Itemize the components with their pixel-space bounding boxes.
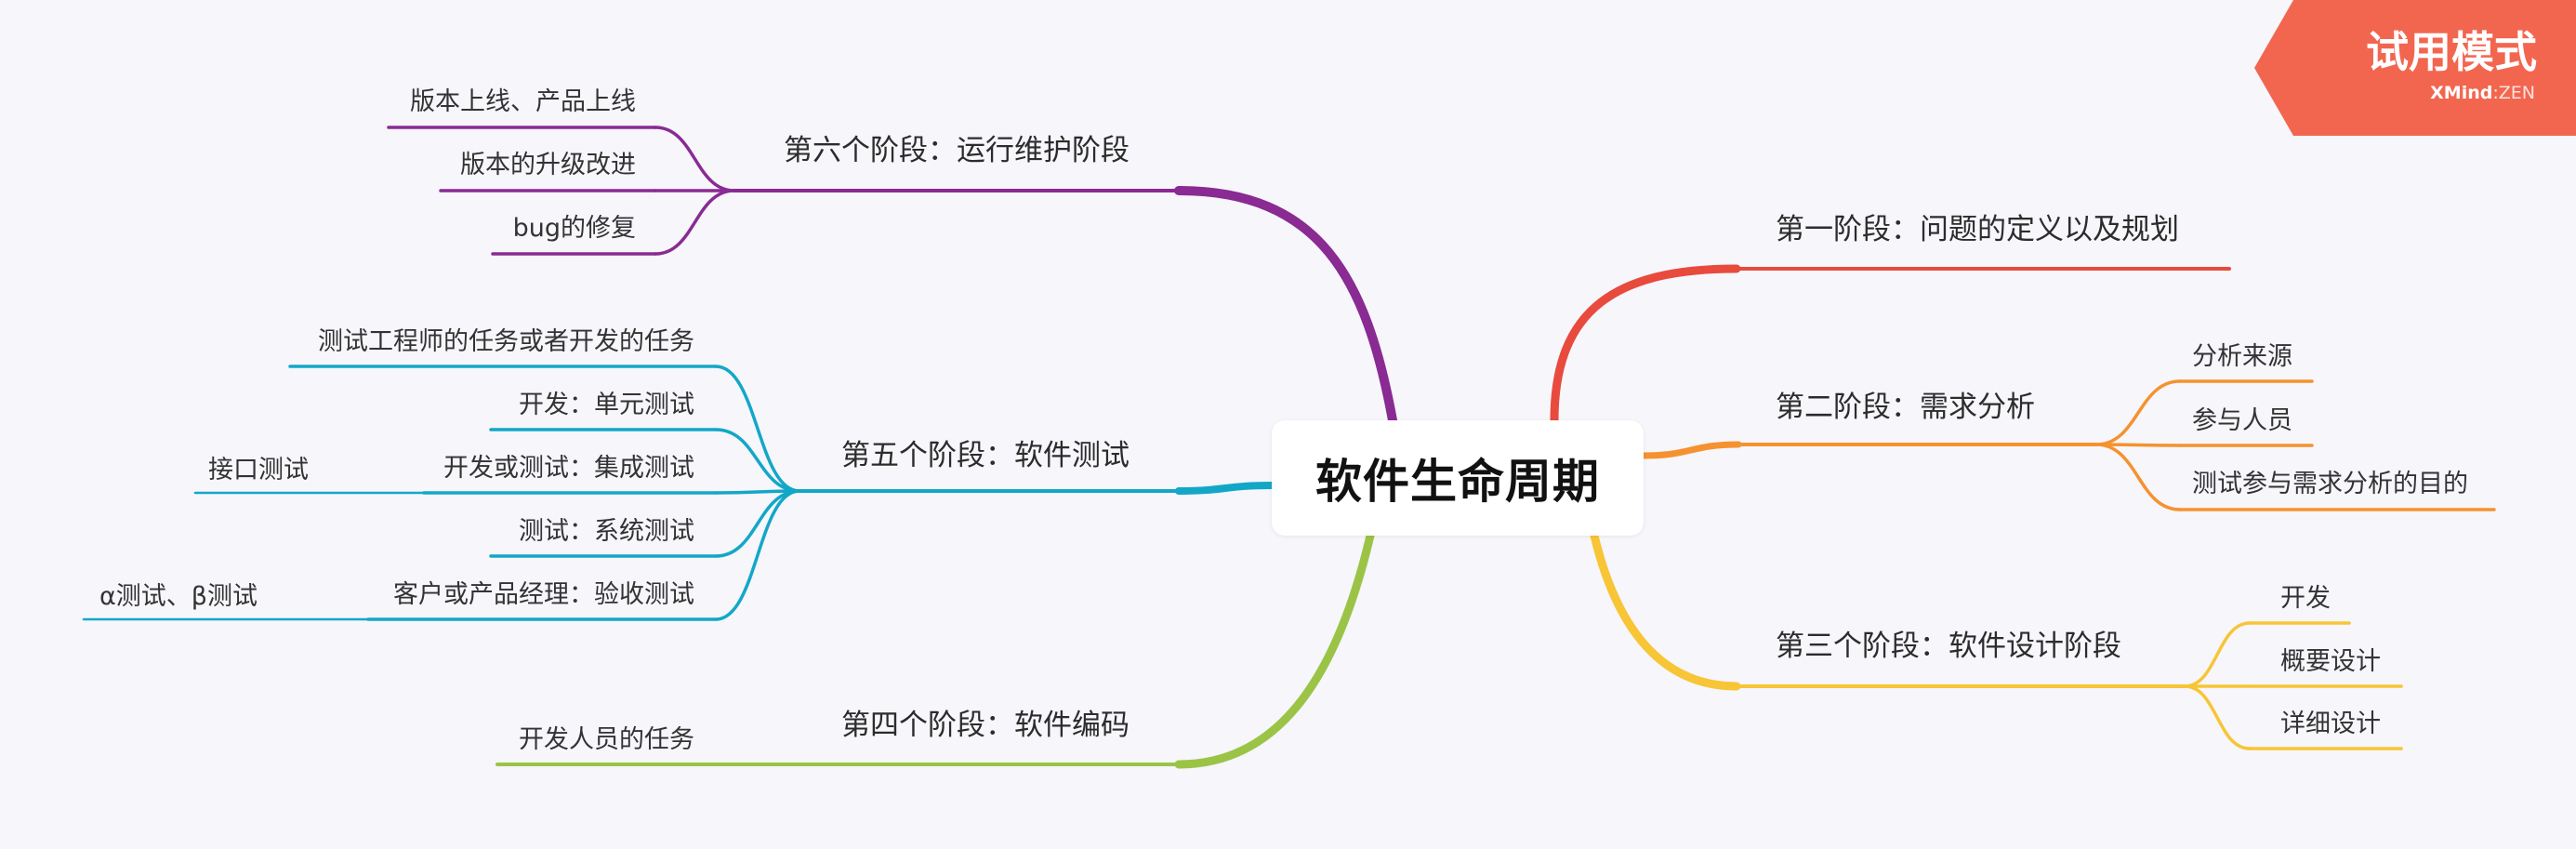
stage-connector: [1174, 186, 1397, 425]
stage-6-topic[interactable]: 第六个阶段：运行维护阶段: [784, 134, 1129, 167]
subtopic-connector: [714, 489, 801, 558]
stage-3-topic[interactable]: 第三个阶段：软件设计阶段: [1776, 630, 2121, 663]
subtopic-connector: [714, 428, 801, 493]
trial-mode-badge[interactable]: 试用模式 XMind:ZEN: [2254, 0, 2576, 136]
badge-shape: [2254, 0, 2576, 136]
stage-5-subtopic[interactable]: 开发：单元测试: [519, 391, 694, 419]
stage-4-topic[interactable]: 第四个阶段：软件编码: [841, 709, 1129, 742]
stage-5-subtopic[interactable]: 测试工程师的任务或者开发的任务: [318, 327, 694, 356]
subtopic-connector: [714, 365, 801, 493]
stage-5-subtopic[interactable]: 测试：系统测试: [519, 517, 694, 546]
stage-3-subtopic[interactable]: 详细设计: [2280, 710, 2381, 738]
stage-5-leaf-topic[interactable]: 接口测试: [208, 456, 309, 484]
stage-connector: [1590, 531, 1741, 691]
stage-6-subtopic[interactable]: 版本上线、产品上线: [410, 87, 636, 116]
brand-edition: ZEN: [2498, 83, 2535, 103]
stage-connector: [1550, 264, 1741, 425]
stage-3-subtopic[interactable]: 概要设计: [2280, 647, 2381, 676]
subtopic-connector: [2094, 379, 2182, 446]
central-topic-label: 软件生命周期: [1315, 455, 1600, 509]
stage-5-subtopic[interactable]: 客户或产品经理：验收测试: [393, 580, 694, 609]
stage-2-topic[interactable]: 第二阶段：需求分析: [1776, 391, 2035, 424]
badge-background: [2254, 0, 2576, 136]
subtopic-connector: [714, 489, 801, 495]
subtopic-connector: [654, 126, 736, 192]
stage-5-leaf-topic[interactable]: α测试、β测试: [99, 582, 258, 611]
stage-2-subtopic[interactable]: 参与人员: [2192, 406, 2292, 435]
subtopic-connector: [654, 189, 736, 256]
stage-connector: [1174, 531, 1375, 769]
stage-1-topic[interactable]: 第一阶段：问题的定义以及规划: [1776, 213, 2179, 246]
stage-5-topic[interactable]: 第五个阶段：软件测试: [841, 439, 1129, 472]
subtopic-connector: [714, 489, 801, 621]
stage-2-subtopic[interactable]: 测试参与需求分析的目的: [2192, 470, 2468, 498]
stage-4-subtopic[interactable]: 开发人员的任务: [519, 725, 694, 754]
stage-6-subtopic[interactable]: bug的修复: [512, 214, 636, 243]
trial-mode-label: 试用模式: [2366, 27, 2537, 77]
stage-3-subtopic[interactable]: 开发: [2280, 584, 2331, 613]
stage-connector: [1640, 441, 1742, 459]
stage-2-subtopic[interactable]: 分析来源: [2192, 342, 2292, 371]
subtopic-connector: [2183, 684, 2252, 750]
stage-5-subtopic[interactable]: 开发或测试：集成测试: [443, 454, 694, 483]
subtopic-connector: [2094, 443, 2182, 447]
stage-6-subtopic[interactable]: 版本的升级改进: [460, 151, 636, 179]
xmind-zen-logo: XMind:ZEN: [2430, 83, 2535, 103]
brand-name: XMind: [2430, 83, 2493, 103]
central-topic[interactable]: 软件生命周期: [1272, 420, 1644, 536]
subtopic-connector: [2183, 621, 2252, 688]
stage-connector: [1175, 482, 1275, 495]
subtopic-connector: [2094, 443, 2182, 511]
